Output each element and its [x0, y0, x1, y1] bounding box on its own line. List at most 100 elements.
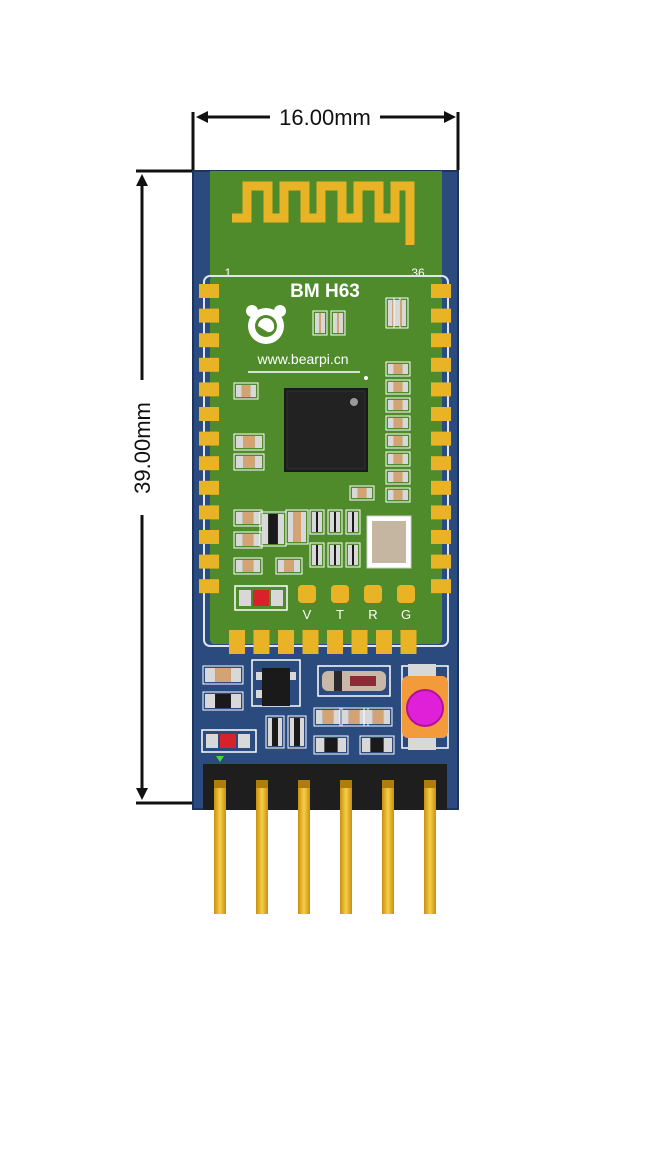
right-pad [431, 308, 451, 323]
smd-component [202, 691, 244, 711]
smd-component [313, 735, 349, 755]
left-pad [199, 431, 219, 446]
smd-component [359, 735, 395, 755]
antenna-area: 1 36 [210, 171, 442, 280]
header-pin [298, 780, 310, 914]
left-pad [199, 284, 219, 298]
bottom-pad-row [229, 630, 417, 654]
header-pin [214, 780, 226, 914]
smd-component [312, 310, 328, 336]
smd-component [313, 707, 343, 727]
smd-component [233, 453, 265, 471]
test-pad [397, 585, 415, 603]
header-pin [382, 780, 394, 914]
test-pad [364, 585, 382, 603]
left-pad [199, 308, 219, 323]
left-pad [199, 333, 219, 348]
smd-component [233, 509, 263, 527]
main-chip [284, 376, 368, 472]
smd-component [202, 665, 244, 685]
right-pad [431, 480, 451, 495]
smd-component [275, 557, 303, 575]
bearpi-logo-icon [246, 305, 286, 344]
right-pad [431, 554, 451, 569]
smd-component [330, 310, 346, 336]
right-pad [431, 505, 451, 520]
bottom-pad [351, 630, 368, 654]
left-pad [199, 505, 219, 520]
diode [317, 665, 391, 697]
left-pad [199, 530, 219, 544]
height-label: 39.00mm [130, 402, 155, 494]
smd-component [393, 297, 409, 329]
right-pad-column [431, 284, 451, 594]
status-led [234, 585, 288, 611]
smd-component [385, 379, 411, 395]
smd-component [363, 707, 393, 727]
smd-component [309, 542, 325, 568]
smd-component [345, 509, 361, 535]
smd-component [233, 433, 265, 451]
module-name: BM H63 [290, 281, 360, 302]
bottom-pad [278, 630, 294, 654]
smd-component [265, 715, 285, 749]
height-dimension: 39.00mm [130, 169, 193, 805]
smd-component [385, 397, 411, 413]
smd-component [385, 469, 411, 485]
bottom-pad [229, 630, 245, 654]
width-dimension: 16.00mm [191, 105, 460, 170]
test-pad-label: R [368, 607, 377, 622]
test-pad [298, 585, 316, 603]
right-pad [431, 382, 451, 397]
right-pad [431, 407, 451, 421]
left-pad [199, 456, 219, 471]
antenna-trace [232, 181, 415, 245]
smd-component [385, 487, 411, 503]
header-pin-base [203, 764, 447, 810]
left-pad [199, 382, 219, 397]
header-pin [424, 780, 436, 914]
bottom-pad [400, 630, 417, 654]
header-pin [340, 780, 352, 914]
smd-components [202, 297, 411, 755]
test-pad [331, 585, 349, 603]
header-pin [256, 780, 268, 914]
smd-component [233, 382, 259, 400]
smd-component [233, 557, 263, 575]
left-pad [199, 357, 219, 372]
test-pad-label: T [336, 607, 344, 622]
width-label: 16.00mm [279, 105, 371, 130]
smd-component [327, 509, 343, 535]
smd-component [327, 542, 343, 568]
left-pad-column [199, 284, 219, 594]
smd-component [285, 509, 309, 545]
right-pad [431, 284, 451, 298]
right-pad [431, 579, 451, 594]
test-pad-label: V [303, 607, 312, 622]
smd-component [385, 451, 411, 467]
header-pins [203, 764, 447, 914]
reset-button [401, 664, 449, 750]
smd-component [309, 509, 325, 535]
smd-component [233, 531, 263, 549]
test-pad-label: G [401, 607, 411, 622]
bottom-pad [253, 630, 270, 654]
left-pad [199, 480, 219, 495]
right-pad [431, 357, 451, 372]
left-pad [199, 554, 219, 569]
pin-1-label: 1 [225, 266, 232, 280]
power-led [201, 729, 257, 762]
bottom-pad [302, 630, 319, 654]
smd-component [287, 715, 307, 749]
smd-component [385, 433, 411, 449]
crystal-oscillator [366, 515, 412, 569]
bottom-pad [327, 630, 343, 654]
smd-component [345, 542, 361, 568]
smd-component [385, 361, 411, 377]
right-pad [431, 333, 451, 348]
left-pad [199, 407, 219, 421]
bottom-pad [376, 630, 392, 654]
smd-component [259, 511, 287, 547]
